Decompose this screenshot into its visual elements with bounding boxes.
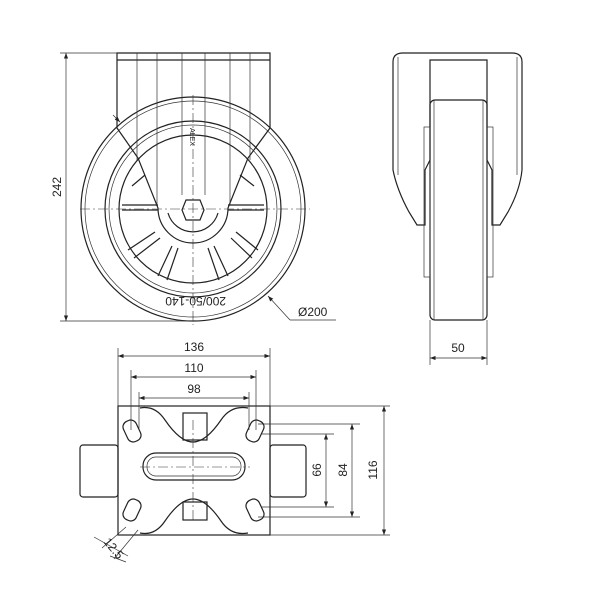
logo-text: ALEX [188,128,195,146]
side-width-dim-label: 50 [451,341,465,355]
diameter-dim-label: Ø200 [298,305,328,319]
height-dim-label: 242 [50,177,64,197]
side-view: 50 [392,52,523,365]
top-view [79,405,307,536]
slot [142,452,246,481]
mount-hole [245,419,265,443]
mount-hole [122,498,142,522]
axle-nut [181,199,205,221]
bottom-nut [182,501,208,521]
dim-116: 116 [366,460,380,479]
tire-marking: 200/50-140 [165,294,226,308]
mount-hole [122,419,142,443]
top-nut [182,412,208,441]
dim-136: 136 [184,340,204,354]
top-dimensions: 136 110 98 116 84 66 12.5 [93,340,390,563]
height-dimension: 242 [50,52,193,322]
side-bracket [392,52,523,226]
dim-98: 98 [187,382,201,396]
dim-110: 110 [184,361,203,375]
dim-12-5: 12.5 [101,535,127,562]
mounting-plate [117,405,271,536]
side-wheel [429,99,488,321]
dim-84: 84 [336,463,350,477]
diameter-dimension: Ø200 [112,114,336,321]
bracket [116,52,271,244]
wheel-right-protrusion [269,444,307,498]
dim-66: 66 [310,463,324,477]
front-view: ALEX 200/50-140 [80,52,310,325]
wheel-spokes [122,174,264,281]
wheel-left-protrusion [79,444,119,498]
mount-hole [245,498,265,522]
